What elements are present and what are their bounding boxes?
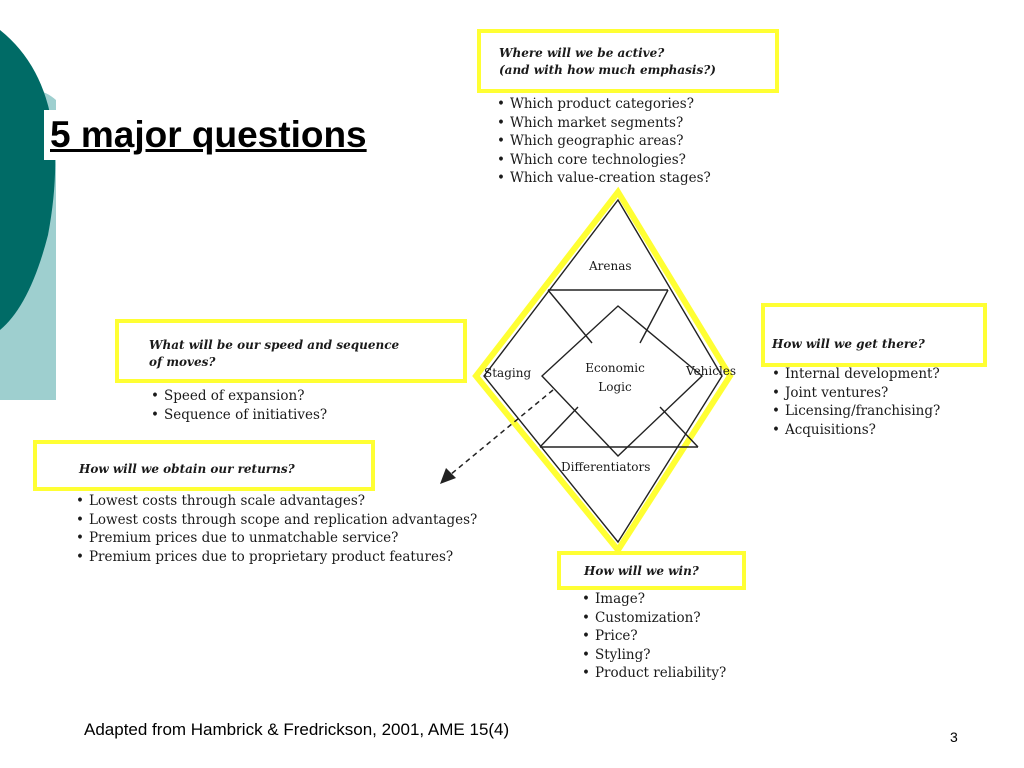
list-item: Lowest costs through scope and replicati… xyxy=(76,511,477,530)
strategy-diamond xyxy=(440,186,734,556)
differentiators-left-divider xyxy=(539,406,579,448)
list-item: Internal development? xyxy=(772,365,940,384)
slide-decoration xyxy=(0,30,56,400)
list-item: Price? xyxy=(582,627,726,646)
slide-title: 5 major questions xyxy=(44,110,373,160)
differentiators-list: Image? Customization? Price? Styling? Pr… xyxy=(582,590,726,683)
economic-question: How will we obtain our returns? xyxy=(79,462,295,476)
list-item: Joint ventures? xyxy=(772,384,940,403)
economic-logic-line2: Logic xyxy=(598,380,632,394)
list-item: Premium prices due to proprietary produc… xyxy=(76,548,477,567)
list-item: Which geographic areas? xyxy=(497,132,711,151)
economic-logic-line1: Economic xyxy=(585,361,645,375)
list-item: Licensing/franchising? xyxy=(772,402,940,421)
staging-list: Speed of expansion? Sequence of initiati… xyxy=(151,387,327,424)
differentiators-right-divider xyxy=(659,406,699,448)
list-item: Lowest costs through scale advantages? xyxy=(76,492,477,511)
differentiators-question: How will we win? xyxy=(584,564,699,578)
economic-question-box: How will we obtain our returns? xyxy=(33,440,375,491)
diamond-outline xyxy=(483,198,723,544)
staging-question: What will be our speed and sequence of m… xyxy=(149,337,399,371)
label-vehicles: Vehicles xyxy=(686,364,737,378)
arenas-question-line2: (and with how much emphasis?) xyxy=(499,63,716,77)
list-item: Product reliability? xyxy=(582,664,726,683)
arenas-list: Which product categories? Which market s… xyxy=(497,95,711,188)
label-economic-logic: Economic Logic xyxy=(575,359,655,397)
list-item: Premium prices due to unmatchable servic… xyxy=(76,529,477,548)
vehicles-list: Internal development? Joint ventures? Li… xyxy=(772,365,940,439)
economic-list: Lowest costs through scale advantages? L… xyxy=(76,492,477,566)
list-item: Which product categories? xyxy=(497,95,711,114)
list-item: Sequence of initiatives? xyxy=(151,406,327,425)
source-citation: Adapted from Hambrick & Fredrickson, 200… xyxy=(84,720,510,739)
staging-question-box: What will be our speed and sequence of m… xyxy=(115,319,467,383)
label-staging: Staging xyxy=(484,366,532,380)
differentiators-question-box: How will we win? xyxy=(557,551,746,590)
arenas-question-line1: Where will we be active? xyxy=(499,46,665,60)
page-number: 3 xyxy=(950,729,958,745)
list-item: Styling? xyxy=(582,646,726,665)
staging-question-line2: of moves? xyxy=(149,355,216,369)
list-item: Image? xyxy=(582,590,726,609)
arenas-question-box: Where will we be active? (and with how m… xyxy=(477,29,779,93)
list-item: Which market segments? xyxy=(497,114,711,133)
vehicles-question: How will we get there? xyxy=(772,337,925,351)
label-arenas: Arenas xyxy=(589,259,632,273)
arrow-to-returns xyxy=(440,389,554,484)
arenas-left-divider xyxy=(547,289,593,344)
list-item: Customization? xyxy=(582,609,726,628)
vehicles-question-box: How will we get there? xyxy=(761,303,987,367)
label-differentiators: Differentiators xyxy=(561,460,651,474)
list-item: Which value-creation stages? xyxy=(497,169,711,188)
economic-logic-diamond xyxy=(541,305,704,457)
arenas-question: Where will we be active? (and with how m… xyxy=(499,45,716,79)
list-item: Speed of expansion? xyxy=(151,387,327,406)
arenas-right-divider xyxy=(639,289,669,344)
teal-shape xyxy=(0,30,56,330)
list-item: Which core technologies? xyxy=(497,151,711,170)
staging-question-line1: What will be our speed and sequence xyxy=(149,338,400,352)
list-item: Acquisitions? xyxy=(772,421,940,440)
